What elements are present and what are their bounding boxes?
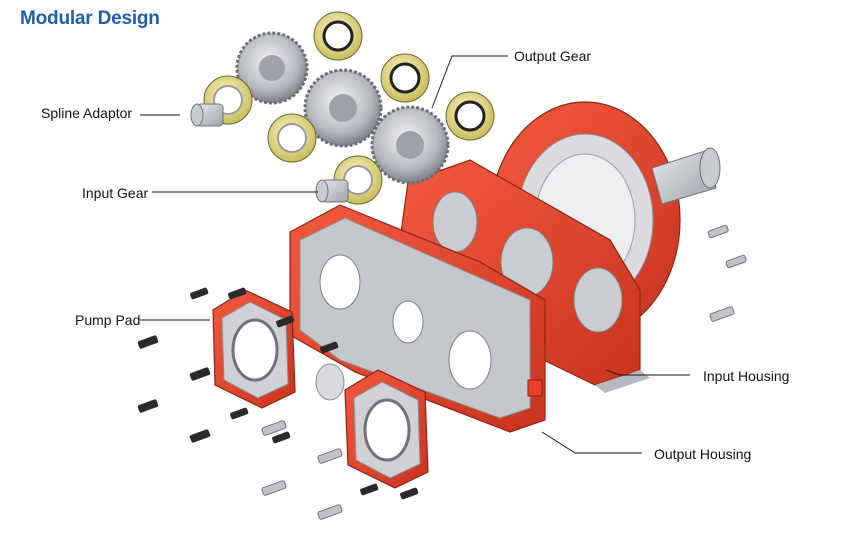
label-spline-adaptor: Spline Adaptor <box>41 105 133 121</box>
bearings <box>203 11 495 205</box>
label-output-housing: Output Housing <box>654 446 752 462</box>
gear-train <box>235 31 450 185</box>
spline-adaptor <box>190 103 224 127</box>
cover-plate <box>315 363 345 401</box>
page-title: Modular Design <box>20 8 160 29</box>
label-output-gear: Output Gear <box>514 48 592 64</box>
studs <box>261 224 747 520</box>
input-gear-shaft <box>315 179 349 203</box>
pump-pad-upper <box>212 289 296 409</box>
pump-pad-lower <box>344 369 429 489</box>
leader-output-housing <box>541 431 642 454</box>
bolts <box>137 287 419 500</box>
leader-input-housing <box>605 369 690 376</box>
output-housing <box>289 204 546 433</box>
label-pump-pad: Pump Pad <box>75 312 141 328</box>
label-input-gear: Input Gear <box>82 185 149 201</box>
label-input-housing: Input Housing <box>703 368 790 384</box>
leader-output-gear <box>431 55 508 109</box>
leader-lines <box>140 55 690 454</box>
